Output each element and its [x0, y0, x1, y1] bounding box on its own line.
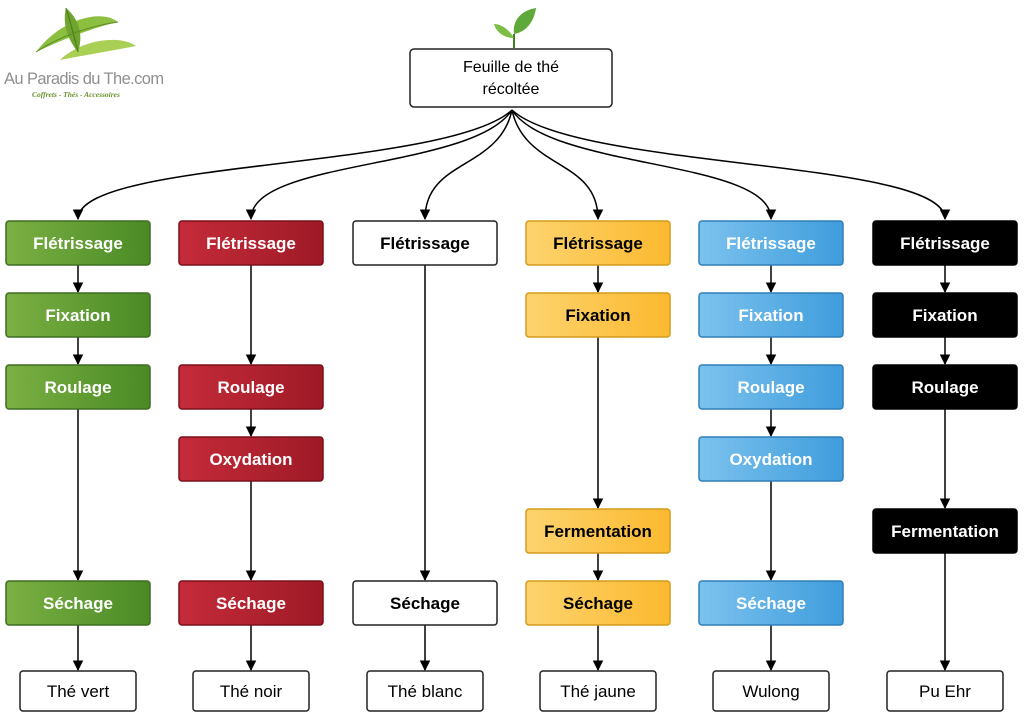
- step-oxydation-noir: Oxydation: [178, 436, 324, 482]
- step-sechage-blanc: Séchage: [352, 580, 498, 626]
- step-sechage-vert: Séchage: [5, 580, 151, 626]
- step-label: Flétrissage: [726, 234, 816, 253]
- step-roulage-puehr: Roulage: [872, 364, 1018, 410]
- step-roulage-wulong: Roulage: [698, 364, 844, 410]
- step-label: Fermentation: [891, 522, 999, 541]
- step-fixation-puehr: Fixation: [872, 292, 1018, 338]
- step-fletrissage-noir: Flétrissage: [178, 220, 324, 266]
- result-label: Thé jaune: [560, 682, 636, 701]
- step-label: Flétrissage: [206, 234, 296, 253]
- root-label-line1: Feuille de thé: [463, 59, 559, 76]
- step-label: Roulage: [44, 378, 111, 397]
- step-label: Flétrissage: [900, 234, 990, 253]
- brand-logo: Au Paradis du The.com Coffrets - Thés - …: [0, 0, 180, 110]
- root-node: Feuille de thé récoltée: [409, 48, 613, 108]
- step-label: Flétrissage: [33, 234, 123, 253]
- step-label: Fixation: [565, 306, 630, 325]
- step-label: Oxydation: [729, 450, 812, 469]
- step-oxydation-wulong: Oxydation: [698, 436, 844, 482]
- result-jaune: Thé jaune: [539, 670, 657, 712]
- step-label: Fixation: [738, 306, 803, 325]
- edge-root-to-puehr: [511, 109, 951, 221]
- step-fixation-vert: Fixation: [5, 292, 151, 338]
- step-label: Roulage: [217, 378, 284, 397]
- edge-root-to-noir: [245, 109, 513, 221]
- result-label: Thé vert: [47, 682, 110, 701]
- edge-root-to-vert: [72, 109, 513, 221]
- step-label: Fixation: [912, 306, 977, 325]
- step-fermentation-jaune: Fermentation: [525, 508, 671, 554]
- result-label: Thé noir: [220, 682, 283, 701]
- step-sechage-jaune: Séchage: [525, 580, 671, 626]
- result-puehr: Pu Ehr: [886, 670, 1004, 712]
- result-label: Pu Ehr: [919, 682, 971, 701]
- step-label: Fixation: [45, 306, 110, 325]
- step-fletrissage-jaune: Flétrissage: [525, 220, 671, 266]
- result-label: Wulong: [742, 682, 799, 701]
- step-label: Roulage: [737, 378, 804, 397]
- tea-leaf-logo-icon: [35, 7, 136, 60]
- step-fletrissage-wulong: Flétrissage: [698, 220, 844, 266]
- brand-name: Au Paradis du The.com: [4, 70, 164, 88]
- result-vert: Thé vert: [19, 670, 137, 712]
- step-label: Flétrissage: [380, 234, 470, 253]
- step-label: Séchage: [390, 594, 460, 613]
- result-noir: Thé noir: [192, 670, 310, 712]
- brand-tagline: Coffrets - Thés - Accessoires: [32, 90, 120, 99]
- step-label: Fermentation: [544, 522, 652, 541]
- step-label: Roulage: [911, 378, 978, 397]
- step-roulage-vert: Roulage: [5, 364, 151, 410]
- result-blanc: Thé blanc: [366, 670, 484, 712]
- root-label-line2: récoltée: [483, 81, 540, 98]
- step-fermentation-puehr: Fermentation: [872, 508, 1018, 554]
- result-label: Thé blanc: [388, 682, 463, 701]
- edge-root-to-jaune: [511, 109, 604, 221]
- step-fletrissage-puehr: Flétrissage: [872, 220, 1018, 266]
- step-label: Flétrissage: [553, 234, 643, 253]
- step-fletrissage-vert: Flétrissage: [5, 220, 151, 266]
- step-label: Séchage: [43, 594, 113, 613]
- step-label: Séchage: [563, 594, 633, 613]
- step-sechage-wulong: Séchage: [698, 580, 844, 626]
- step-sechage-noir: Séchage: [178, 580, 324, 626]
- tea-sprout-icon: [494, 8, 536, 48]
- step-label: Oxydation: [209, 450, 292, 469]
- step-roulage-noir: Roulage: [178, 364, 324, 410]
- step-fixation-wulong: Fixation: [698, 292, 844, 338]
- step-label: Séchage: [736, 594, 806, 613]
- step-fixation-jaune: Fixation: [525, 292, 671, 338]
- step-label: Séchage: [216, 594, 286, 613]
- edge-root-to-blanc: [419, 109, 513, 221]
- edge-root-to-wulong: [511, 109, 777, 221]
- step-fletrissage-blanc: Flétrissage: [352, 220, 498, 266]
- result-wulong: Wulong: [712, 670, 830, 712]
